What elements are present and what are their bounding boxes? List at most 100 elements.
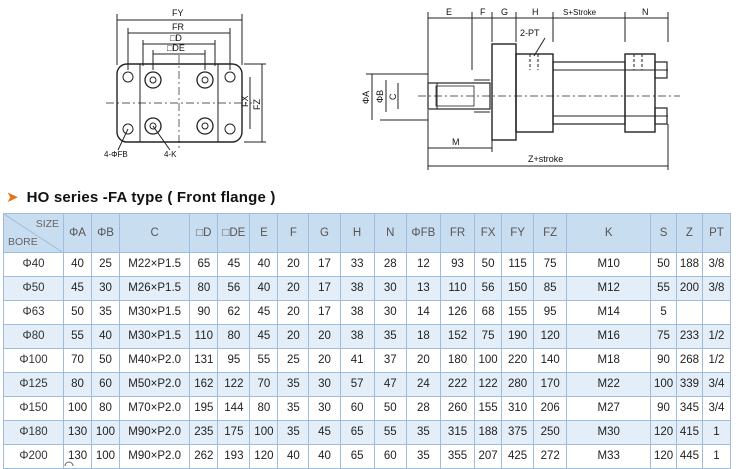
table-cell: 90 [650,396,677,421]
side-view-drawing [366,12,680,170]
corner-diagonal [4,214,62,252]
table-cell: 233 [676,324,703,349]
table-cell: 5 [650,300,677,325]
table-cell: 56 [474,276,503,301]
table-cell: 120 [650,420,677,445]
label-fb: 4-ΦFB [104,150,128,159]
table-cell: 55 [373,420,407,445]
table-cell: 60 [339,396,375,421]
table-cell: 20 [277,252,310,277]
spec-table: SIZE BORE ΦA ΦB C □D □DE E F G H N ΦFB F… [2,213,732,469]
table-cell: 262 [189,444,219,469]
table-cell: 345 [676,396,703,421]
technical-drawings: FY FR □D □DE FX FZ 4-ΦFB 4-K E F G H S+S… [104,7,680,170]
label-c: C [388,93,398,100]
table-cell: 206 [533,396,568,421]
col-header: PT [701,213,732,253]
table-cell: 40 [308,444,341,469]
table-cell: 222 [439,372,476,397]
table-cell: M22×P1.5 [118,252,191,277]
table-cell: 38 [339,300,375,325]
label-fx: FX [240,95,250,107]
table-cell: 122 [217,372,251,397]
label-n: N [642,7,649,17]
col-header: ΦFB [405,213,441,253]
col-header: G [308,213,341,253]
col-header: □DE [217,213,251,253]
table-cell: 65 [339,420,375,445]
table-cell: 355 [439,444,476,469]
bore-cell: Φ63 [2,300,65,325]
table-cell: 3/4 [701,396,732,421]
table-cell: 445 [676,444,703,469]
table-cell: 20 [308,324,341,349]
table-cell: 20 [277,276,310,301]
table-cell: 100 [650,372,677,397]
table-cell: 415 [676,420,703,445]
col-header: FR [439,213,476,253]
table-cell: 17 [308,252,341,277]
table-cell: 100 [91,420,120,445]
label-f: F [480,7,486,17]
table-cell: 35 [277,396,310,421]
bore-cell: Φ80 [2,324,65,349]
table-cell: 45 [249,300,279,325]
bore-cell: Φ40 [2,252,65,277]
table-cell: 35 [405,420,441,445]
table-cell: 56 [217,276,251,301]
table-cell: 20 [405,348,441,373]
table-cell: 93 [439,252,476,277]
table-cell: M22 [566,372,652,397]
bore-cell: Φ50 [2,276,65,301]
table-cell: 30 [373,300,407,325]
arrow-right-icon: ➤ [6,188,19,206]
table-cell: 14 [405,300,441,325]
col-header: □D [189,213,219,253]
table-cell: 35 [277,420,310,445]
bore-cell: Φ150 [2,396,65,421]
table-cell: 17 [308,300,341,325]
table-cell: M12 [566,276,652,301]
col-header: Z [676,213,703,253]
table-cell: M40×P2.0 [118,348,191,373]
bore-cell: Φ100 [2,348,65,373]
table-cell: 50 [63,300,93,325]
circle-icon [64,461,74,466]
table-cell: 65 [339,444,375,469]
bore-cell: Φ125 [2,372,65,397]
table-cell: 60 [91,372,120,397]
table-cell: 195 [189,396,219,421]
table-cell: 100 [249,420,279,445]
table-cell: 35 [405,444,441,469]
table-cell: 80 [249,396,279,421]
table-cell: 45 [249,324,279,349]
table-cell: 55 [249,348,279,373]
table-cell: 41 [339,348,375,373]
table-cell: M14 [566,300,652,325]
table-cell: M90×P2.0 [118,444,191,469]
table-cell: 90 [650,348,677,373]
table-cell: 57 [339,372,375,397]
label-k: 4-K [164,150,177,159]
table-cell: M70×P2.0 [118,396,191,421]
label-g: G [501,7,508,17]
table-cell: 90 [189,300,219,325]
table-cell: M26×P1.5 [118,276,191,301]
table-cell: 70 [249,372,279,397]
table-cell: 155 [474,396,503,421]
table-cell: 95 [533,300,568,325]
table-cell [701,300,732,325]
label-e: E [446,7,452,17]
label-z-stroke: Z+stroke [528,154,563,164]
table-cell: M18 [566,348,652,373]
table-cell: 20 [277,324,310,349]
table-cell: 40 [277,444,310,469]
table-cell: 1 [701,420,732,445]
label-a: ΦA [361,91,371,104]
table-cell: 152 [439,324,476,349]
table-cell: 85 [533,276,568,301]
table-cell: 339 [676,372,703,397]
